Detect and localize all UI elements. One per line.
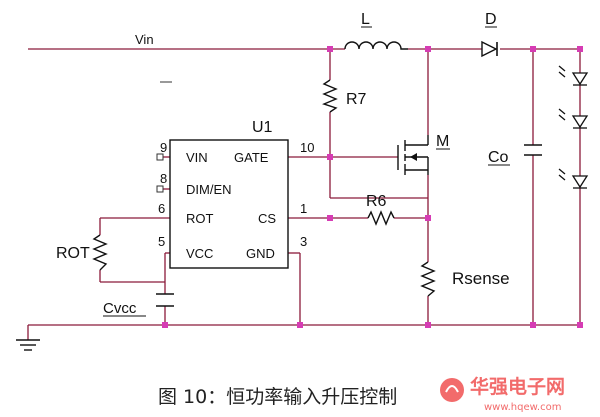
pin-vcc-name: VCC [186, 246, 213, 261]
watermark-url: www.hqew.com [484, 402, 561, 413]
mosfet-m: M [397, 133, 450, 175]
pin-gnd-number: 3 [300, 234, 307, 249]
capacitor-cvcc: Cvcc [103, 293, 174, 317]
pin-rot-name: ROT [186, 211, 214, 226]
mosfet-label: M [436, 133, 449, 150]
pin-dimen-name: DIM/EN [186, 182, 232, 197]
pin-gate-number: 10 [300, 140, 314, 155]
pin-gnd-name: GND [246, 246, 275, 261]
resistor-rot: ROT [56, 234, 108, 271]
pin-vin-name: VIN [186, 150, 208, 165]
wires [27, 48, 581, 340]
pin-cs-number: 1 [300, 201, 307, 216]
pin-vin-number: 9 [160, 140, 167, 155]
co-label: Co [488, 149, 509, 166]
pin-dimen-number: 8 [160, 171, 167, 186]
cvcc-label: Cvcc [103, 300, 137, 317]
pin-cs-name: CS [258, 211, 276, 226]
led-string [558, 65, 589, 189]
watermark-logo-icon [440, 378, 464, 402]
pin-rot-number: 6 [158, 201, 165, 216]
capacitor-co: Co [488, 144, 542, 166]
watermark: 华强电子网 www.hqew.com [440, 375, 565, 413]
ic-body [169, 139, 289, 269]
led-1 [558, 65, 589, 86]
watermark-cn-text: 华强电子网 [470, 375, 565, 398]
led-3 [558, 168, 589, 189]
rot-label: ROT [56, 245, 90, 262]
resistor-rsense: Rsense [420, 261, 510, 297]
r6-label: R6 [366, 193, 387, 210]
pin-gate-name: GATE [234, 150, 269, 165]
inductor-l: L [344, 11, 408, 50]
led-2 [558, 108, 589, 129]
vin-net-label: Vin [135, 32, 154, 47]
rsense-label: Rsense [452, 269, 510, 288]
ic-u1: U1 VIN DIM/EN ROT VCC GATE CS GND 9 8 6 … [156, 119, 314, 269]
diode-label: D [485, 11, 497, 28]
resistor-r6: R6 [366, 193, 395, 226]
figure-caption: 图 10：恒功率输入升压控制 [158, 386, 397, 408]
pin-vcc-number: 5 [158, 234, 165, 249]
junction-dots [162, 46, 583, 328]
ground-symbol [16, 339, 40, 351]
inductor-label: L [361, 11, 370, 28]
diode-d: D [481, 11, 498, 58]
r7-label: R7 [346, 91, 367, 108]
resistor-r7: R7 [322, 79, 367, 113]
u1-label: U1 [252, 119, 273, 136]
